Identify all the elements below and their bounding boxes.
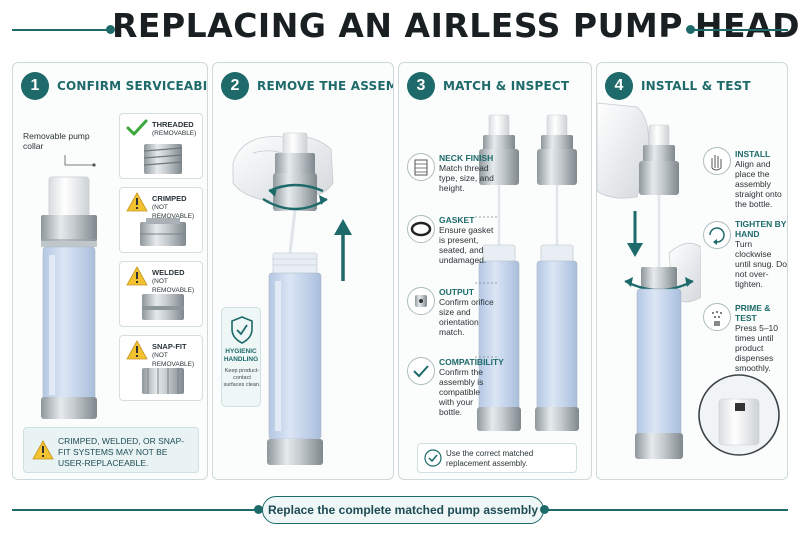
step-2-header: 2 REMOVE THE ASSEMBLY xyxy=(221,71,393,101)
welded-neck-icon xyxy=(142,294,184,320)
thread-note-threaded: (REMOVABLE) xyxy=(152,130,197,137)
crimped-neck-icon xyxy=(140,218,186,246)
page-title: REPLACING AN AIRLESS PUMP HEAD xyxy=(112,6,800,45)
nozzle-zoom-inset xyxy=(698,374,780,456)
check-output-title: OUTPUT xyxy=(439,287,474,297)
thread-label-snap-fit: SNAP-FIT (NOT REMOVABLE) xyxy=(152,342,202,369)
tighten-rotate-icon xyxy=(703,221,731,249)
install-test-illustration xyxy=(597,102,701,459)
check-neck-finish: NECK FINISH Match thread type, size, and… xyxy=(439,153,495,193)
action-tighten-text: Turn clockwise until snug. Do not over-t… xyxy=(735,239,787,289)
step-3-title: MATCH & INSPECT xyxy=(443,79,570,93)
check-neck-finish-title: NECK FINISH xyxy=(439,153,494,163)
action-prime-title: PRIME & TEST xyxy=(735,303,771,323)
thread-label-threaded: THREADED (REMOVABLE) xyxy=(152,120,196,138)
output-orifice-icon xyxy=(407,287,435,315)
check-compatibility-title: COMPATIBILITY xyxy=(439,357,504,367)
title-dot-left xyxy=(106,25,115,34)
thread-card-snap-fit: SNAP-FIT (NOT REMOVABLE) xyxy=(119,335,203,401)
thread-name-crimped: CRIMPED xyxy=(152,194,187,203)
serviceable-bottle-illustration xyxy=(41,176,97,419)
serviceability-warning: CRIMPED, WELDED, OR SNAP-FIT SYSTEMS MAY… xyxy=(23,427,199,473)
matched-replacement-text: Use the correct matched replacement asse… xyxy=(446,449,534,468)
thread-card-threaded: THREADED (REMOVABLE) xyxy=(119,113,203,179)
check-output-text: Confirm orifice size and orientation mat… xyxy=(439,297,494,337)
serviceability-warning-text: CRIMPED, WELDED, OR SNAP-FIT SYSTEMS MAY… xyxy=(58,436,185,468)
step-3-header: 3 MATCH & INSPECT xyxy=(407,71,569,101)
action-install-title: INSTALL xyxy=(735,149,771,159)
footer-dot-left xyxy=(254,505,263,514)
check-neck-finish-text: Match thread type, size, and height. xyxy=(439,163,494,193)
step-2-title: REMOVE THE ASSEMBLY xyxy=(257,79,393,93)
check-gasket-text: Ensure gasket is present, seated, and un… xyxy=(439,225,494,265)
hygienic-handling-card: HYGIENIC HANDLING Keep product-contact s… xyxy=(221,307,261,407)
thread-label-crimped: CRIMPED (NOT REMOVABLE) xyxy=(152,194,202,221)
collar-pointer xyxy=(64,155,96,167)
prime-spray-icon xyxy=(703,303,731,331)
check-output: OUTPUT Confirm orifice size and orientat… xyxy=(439,287,495,337)
step-4-number: 4 xyxy=(605,72,633,100)
shield-check-icon xyxy=(231,316,253,344)
warning-icon xyxy=(32,440,54,460)
action-prime-text: Press 5–10 times until product dispenses… xyxy=(735,323,778,373)
check-icon xyxy=(126,119,148,136)
gasket-icon xyxy=(407,215,435,243)
step-1-number: 1 xyxy=(21,72,49,100)
step-1-title: CONFIRM SERVICEABILITY xyxy=(57,79,208,93)
step-4-header: 4 INSTALL & TEST xyxy=(605,71,751,101)
warning-icon xyxy=(126,340,148,360)
thread-label-welded: WELDED (NOT REMOVABLE) xyxy=(152,268,202,295)
title-rule-left xyxy=(12,29,110,31)
step-2-panel: 2 REMOVE THE ASSEMBLY HYGIENIC HANDLING xyxy=(212,62,394,480)
collar-label: Removable pump collar xyxy=(23,131,90,151)
thread-name-snap-fit: SNAP-FIT xyxy=(152,342,187,351)
thread-card-welded: WELDED (NOT REMOVABLE) xyxy=(119,261,203,327)
footer-rule-right xyxy=(544,509,788,511)
thread-name-threaded: THREADED xyxy=(152,120,194,129)
check-gasket-title: GASKET xyxy=(439,215,475,225)
thread-note-snap-fit: (NOT REMOVABLE) xyxy=(152,352,195,368)
title-rule-right xyxy=(690,29,788,31)
matched-pumps-illustration xyxy=(475,114,579,431)
check-compatibility: COMPATIBILITY Confirm the assembly is co… xyxy=(439,357,504,417)
warning-icon xyxy=(126,266,148,286)
threaded-neck-icon xyxy=(143,144,183,174)
thread-note-welded: (NOT REMOVABLE) xyxy=(152,278,195,294)
install-hand-icon xyxy=(703,147,731,175)
action-install-text: Align and place the assembly straight on… xyxy=(735,159,782,209)
action-install: INSTALL Align and place the assembly str… xyxy=(735,149,785,209)
action-prime: PRIME & TEST Press 5–10 times until prod… xyxy=(735,303,785,373)
check-circle-icon xyxy=(424,449,442,467)
hygiene-text: Keep product-contact surfaces clean. xyxy=(223,368,261,388)
warning-icon xyxy=(126,192,148,212)
step-2-number: 2 xyxy=(221,72,249,100)
step-3-number: 3 xyxy=(407,72,435,100)
step-4-title: INSTALL & TEST xyxy=(641,79,751,93)
thread-note-crimped: (NOT REMOVABLE) xyxy=(152,204,195,220)
title-bar: REPLACING AN AIRLESS PUMP HEAD xyxy=(0,0,800,58)
hygiene-title: HYGIENIC HANDLING xyxy=(223,348,259,363)
step-3-panel: 3 MATCH & INSPECT NECK FINISH Match thre… xyxy=(398,62,592,480)
action-tighten-title: TIGHTEN BY HAND xyxy=(735,219,787,239)
step-1-header: 1 CONFIRM SERVICEABILITY xyxy=(21,71,208,101)
remove-assembly-illustration xyxy=(232,132,352,465)
footer-rule-left xyxy=(12,509,258,511)
neck-finish-icon xyxy=(407,153,435,181)
thread-name-welded: WELDED xyxy=(152,268,185,277)
check-compatibility-text: Confirm the assembly is compatible with … xyxy=(439,367,484,417)
action-tighten: TIGHTEN BY HAND Turn clockwise until snu… xyxy=(735,219,787,289)
step-4-panel: 4 INSTALL & TEST INSTALL Align and pla xyxy=(596,62,788,480)
footer-banner: Replace the complete matched pump assemb… xyxy=(262,496,544,524)
step-1-panel: 1 CONFIRM SERVICEABILITY Removable pump … xyxy=(12,62,208,480)
matched-replacement-note: Use the correct matched replacement asse… xyxy=(417,443,577,473)
thread-card-crimped: CRIMPED (NOT REMOVABLE) xyxy=(119,187,203,253)
compatibility-check-icon xyxy=(407,357,435,385)
snap-fit-neck-icon xyxy=(142,368,184,394)
check-gasket: GASKET Ensure gasket is present, seated,… xyxy=(439,215,495,265)
